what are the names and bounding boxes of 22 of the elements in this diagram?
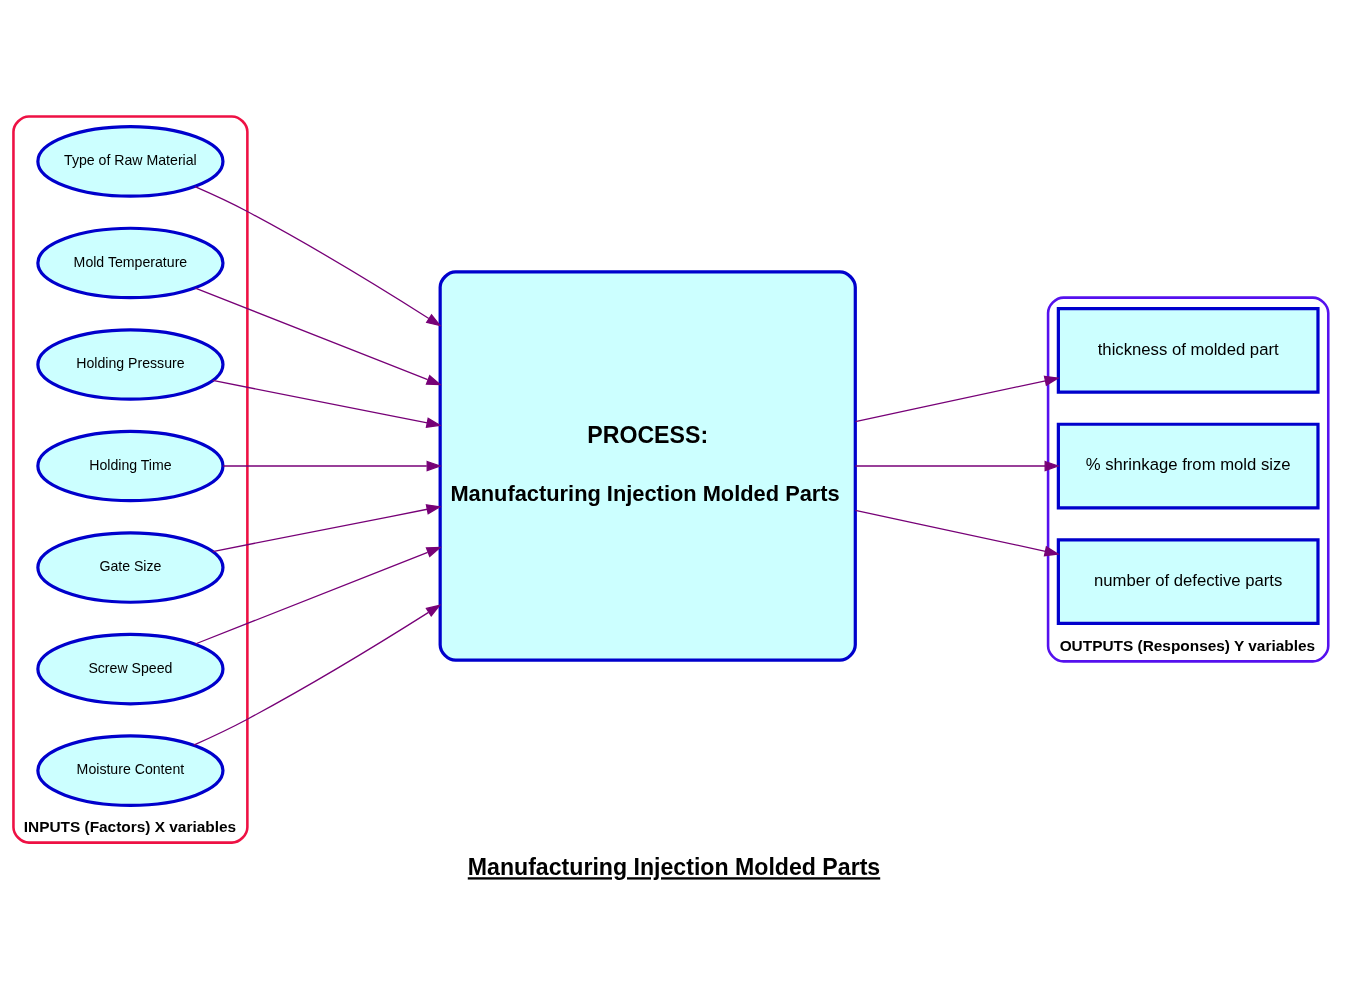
node-ellipse: Holding Time — [36, 429, 225, 503]
arrow — [854, 460, 1060, 472]
arrow — [212, 379, 442, 428]
arrow — [854, 509, 1060, 557]
arrow — [194, 287, 442, 386]
node-ellipse: Moisture Content — [36, 734, 225, 807]
node-box: number of defective parts — [1056, 538, 1320, 626]
arrow — [194, 186, 442, 327]
node-box: PROCESS: Manufacturing Injection Molded Parts — [438, 270, 857, 662]
node-box: thickness of molded part — [1056, 306, 1320, 394]
arrow — [222, 460, 442, 472]
arrow — [212, 504, 442, 553]
node-ellipse: Gate Size — [36, 531, 225, 604]
caption: Manufacturing Injection Molded Parts — [467, 854, 881, 881]
node-ellipse: Screw Speed — [36, 632, 225, 706]
arrow — [194, 546, 442, 645]
node-box: % shrinkage from mold size — [1056, 422, 1320, 510]
node-ellipse: Mold Temperature — [36, 226, 225, 300]
node-ellipse: Type of Raw Material — [36, 125, 225, 198]
node-ellipse: Holding Pressure — [36, 328, 225, 401]
arrow — [193, 604, 442, 746]
arrow — [854, 375, 1060, 423]
